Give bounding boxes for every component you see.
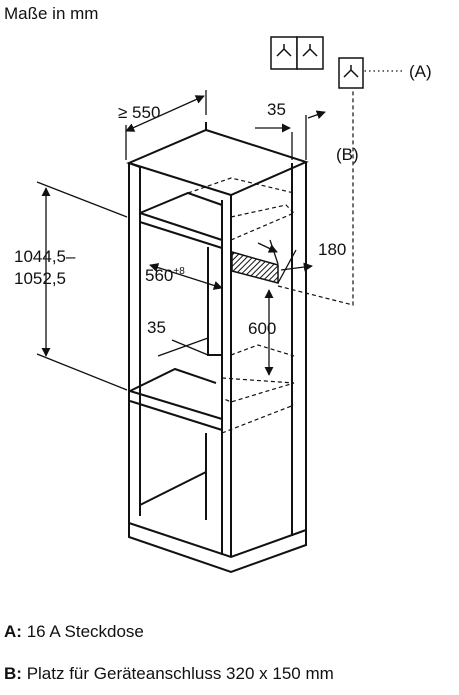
width-label: 560+8 <box>145 266 185 285</box>
height-label-line1: 1044,5– <box>14 247 76 266</box>
dashed-guides <box>187 62 405 434</box>
outlet-height-label: 600 <box>248 319 276 338</box>
dimension-lines <box>36 90 326 391</box>
depth-label: ≥ 550 <box>118 103 160 122</box>
width-base: 560 <box>145 266 173 285</box>
legend-key-b: B: <box>4 664 22 683</box>
marker-a: (A) <box>409 62 432 81</box>
connection-box <box>231 251 279 284</box>
height-label-line2: 1052,5 <box>14 269 66 288</box>
socket-icon <box>270 36 364 89</box>
width-tolerance: +8 <box>173 266 185 277</box>
marker-b: (B) <box>336 145 359 164</box>
cabinet <box>126 122 309 574</box>
legend-item-b: B: Platz für Geräteanschluss 320 x 150 m… <box>4 664 334 684</box>
inner-gap-label: 35 <box>147 318 166 337</box>
outlet-width-label: 180 <box>318 240 346 259</box>
cabinet-installation-diagram: ≥ 550 35 1044,5– 1052,5 560+8 35 180 600… <box>14 36 432 574</box>
side-gap-label: 35 <box>267 100 286 119</box>
units-note: Maße in mm <box>4 4 99 23</box>
legend-key-a: A: <box>4 622 22 641</box>
legend-text-a: 16 A Steckdose <box>26 622 144 641</box>
legend-text-b: Platz für Geräteanschluss 320 x 150 mm <box>26 664 334 683</box>
legend-item-a: A: 16 A Steckdose <box>4 622 144 642</box>
